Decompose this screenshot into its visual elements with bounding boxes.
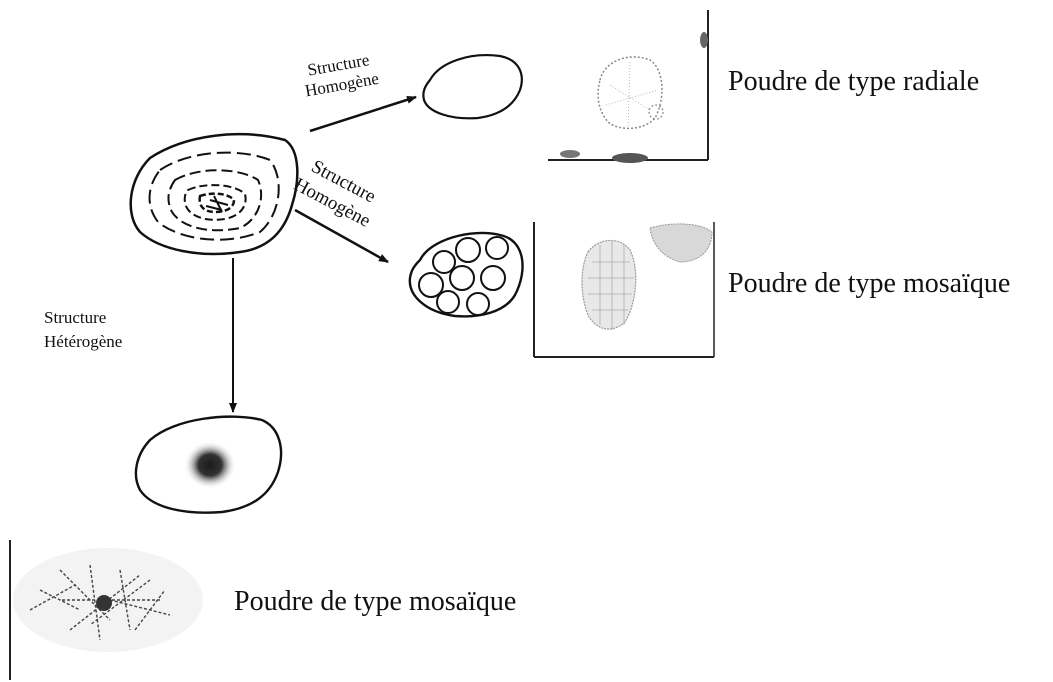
mosaic-particle — [410, 233, 523, 316]
radial-particle — [423, 55, 521, 118]
heterogeneous-branch-label-line1: Structure — [44, 306, 122, 330]
heterogeneous-particle — [136, 417, 281, 513]
mosaic-micrograph — [534, 222, 714, 357]
heterogeneous-branch-label-line2: Hétérogène — [44, 330, 122, 354]
radial-micrograph — [548, 10, 708, 163]
heterogeneous-branch-label: Structure Hétérogène — [44, 306, 122, 354]
source-particle — [131, 134, 298, 254]
heterogeneous-result-label: Poudre de type mosaïque — [234, 586, 516, 618]
mosaic-result-label: Poudre de type mosaïque — [728, 268, 1010, 300]
radial-result-label: Poudre de type radiale — [728, 66, 979, 98]
heterogeneous-micrograph — [10, 540, 203, 680]
arrow-to-radial — [310, 97, 416, 131]
